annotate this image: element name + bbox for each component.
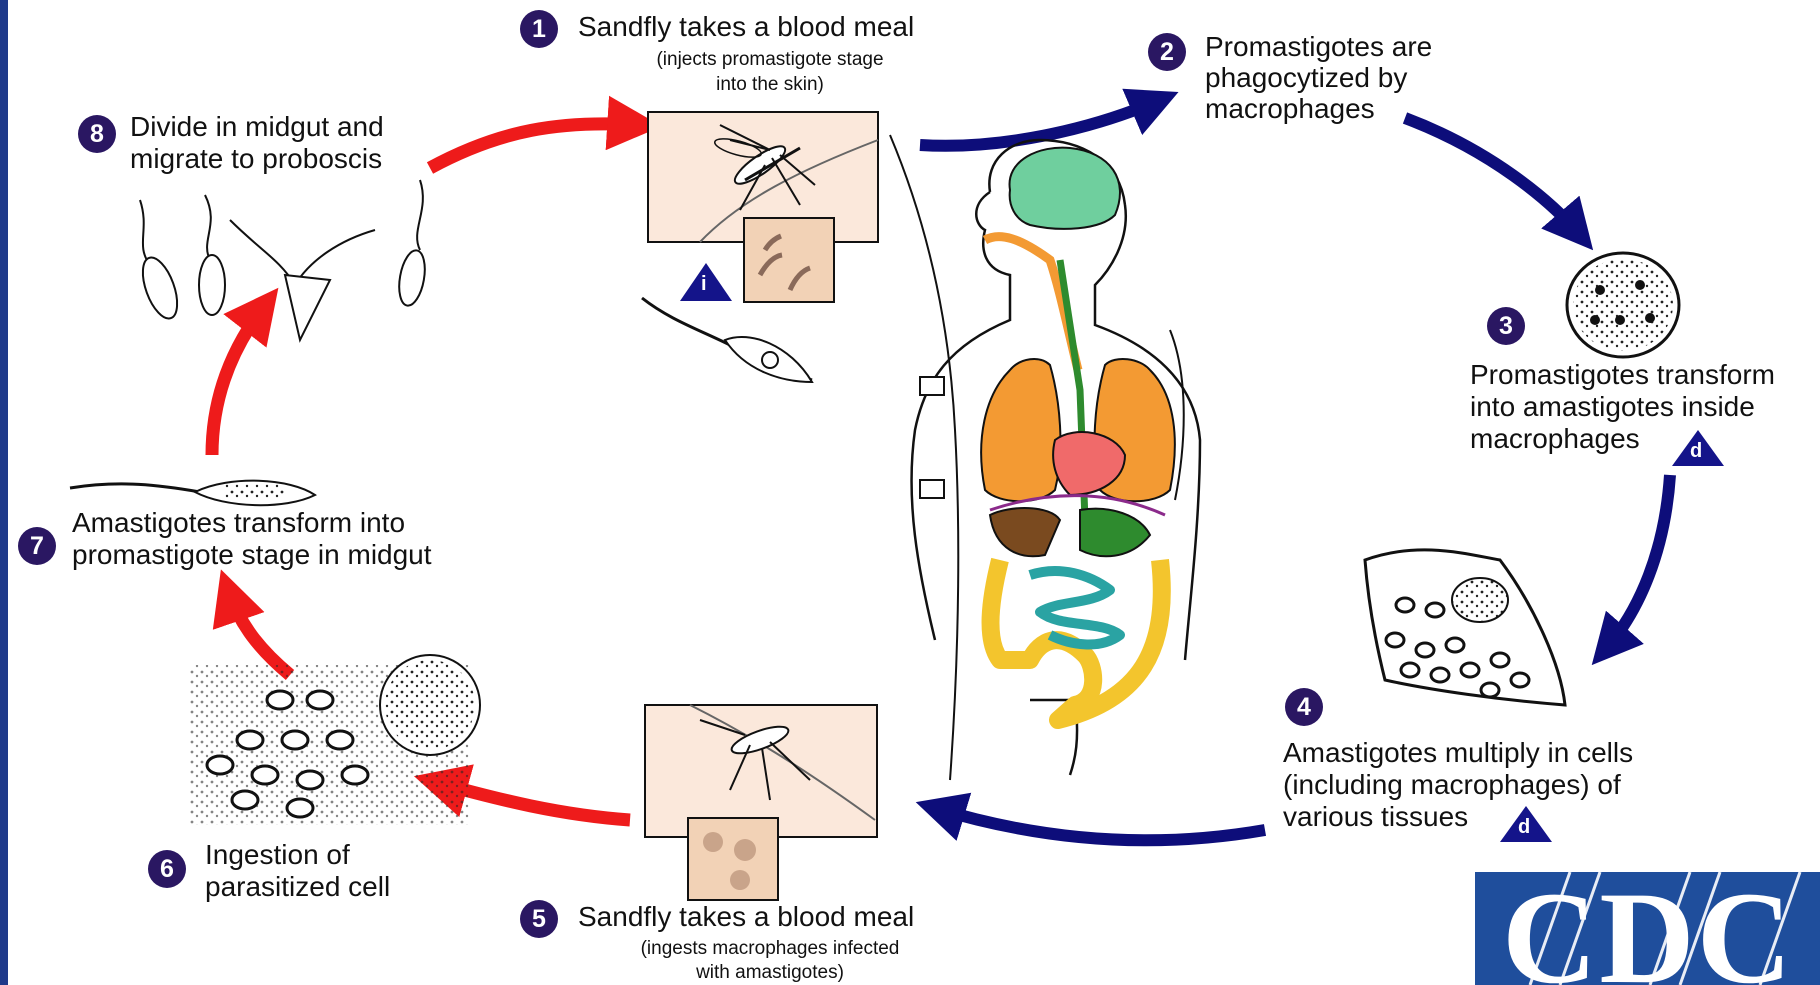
step-3-label-line-1: Promastigotes transform (1470, 358, 1775, 391)
step-7-badge: 7 (18, 527, 56, 565)
step-3-label-line-3: macrophages (1470, 422, 1640, 455)
left-edge-strip (0, 0, 8, 985)
step-8-badge: 8 (78, 115, 116, 153)
macrophage-illustration (1567, 253, 1679, 357)
sandfly-feeding-illustration-bottom (645, 705, 877, 900)
step-4-label-line-3: various tissues (1283, 800, 1468, 833)
arrow-8-to-1 (430, 124, 640, 168)
step-6-badge: 6 (148, 850, 186, 888)
step-6-label-line-1: Ingestion of (205, 838, 350, 871)
step-5-sublabel-line-2: with amastigotes) (570, 961, 970, 984)
step-1-label: Sandfly takes a blood meal (578, 10, 914, 43)
step-3-badge: 3 (1487, 307, 1525, 345)
infective-stage-letter: i (701, 273, 707, 296)
step-1-sublabel-line-1: (injects promastigote stage (580, 48, 960, 71)
step-5-sublabel-line-1: (ingests macrophages infected (570, 937, 970, 960)
step-5-badge: 5 (520, 900, 558, 938)
step-2-label-line-2: phagocytized by (1205, 61, 1407, 94)
step-4-badge: 4 (1285, 688, 1323, 726)
arrow-2-to-3 (1405, 118, 1580, 235)
promastigote-illustration-top (642, 298, 812, 382)
step-7-label-line-1: Amastigotes transform into (72, 506, 405, 539)
arrow-7-to-8 (212, 305, 265, 455)
step-8-label-line-1: Divide in midgut and (130, 110, 384, 143)
arrow-4-to-5 (935, 808, 1265, 840)
step-1-sublabel-line-2: into the skin) (580, 73, 960, 96)
arrow-6-to-7 (228, 590, 290, 675)
diagnostic-stage-letter-step-3: d (1690, 440, 1702, 463)
infected-tissue-cell-illustration (1365, 550, 1565, 705)
step-2-label-line-1: Promastigotes are (1205, 30, 1432, 63)
skin-site-lower (920, 480, 944, 498)
transforming-promastigote-illustration (70, 481, 315, 506)
step-5-label: Sandfly takes a blood meal (578, 900, 914, 933)
step-3-label-line-2: into amastigotes inside (1470, 390, 1755, 423)
human-body-illustration (890, 135, 1200, 780)
step-4-label-line-1: Amastigotes multiply in cells (1283, 736, 1633, 769)
step-2-label-line-3: macrophages (1205, 92, 1375, 125)
skin-site-upper (920, 377, 944, 395)
diagnostic-stage-letter-step-4: d (1518, 816, 1530, 839)
step-1-badge: 1 (520, 10, 558, 48)
cdc-logo-text: CDC (1478, 868, 1818, 985)
step-7-label-line-2: promastigote stage in midgut (72, 538, 432, 571)
step-6-label-line-2: parasitized cell (205, 870, 390, 903)
step-8-label-line-2: migrate to proboscis (130, 142, 382, 175)
arrow-3-to-4 (1605, 475, 1670, 650)
step-2-badge: 2 (1148, 33, 1186, 71)
parasitized-cell-illustration (190, 655, 480, 825)
step-4-label-line-2: (including macrophages) of (1283, 768, 1621, 801)
dividing-promastigotes-illustration (136, 180, 429, 340)
